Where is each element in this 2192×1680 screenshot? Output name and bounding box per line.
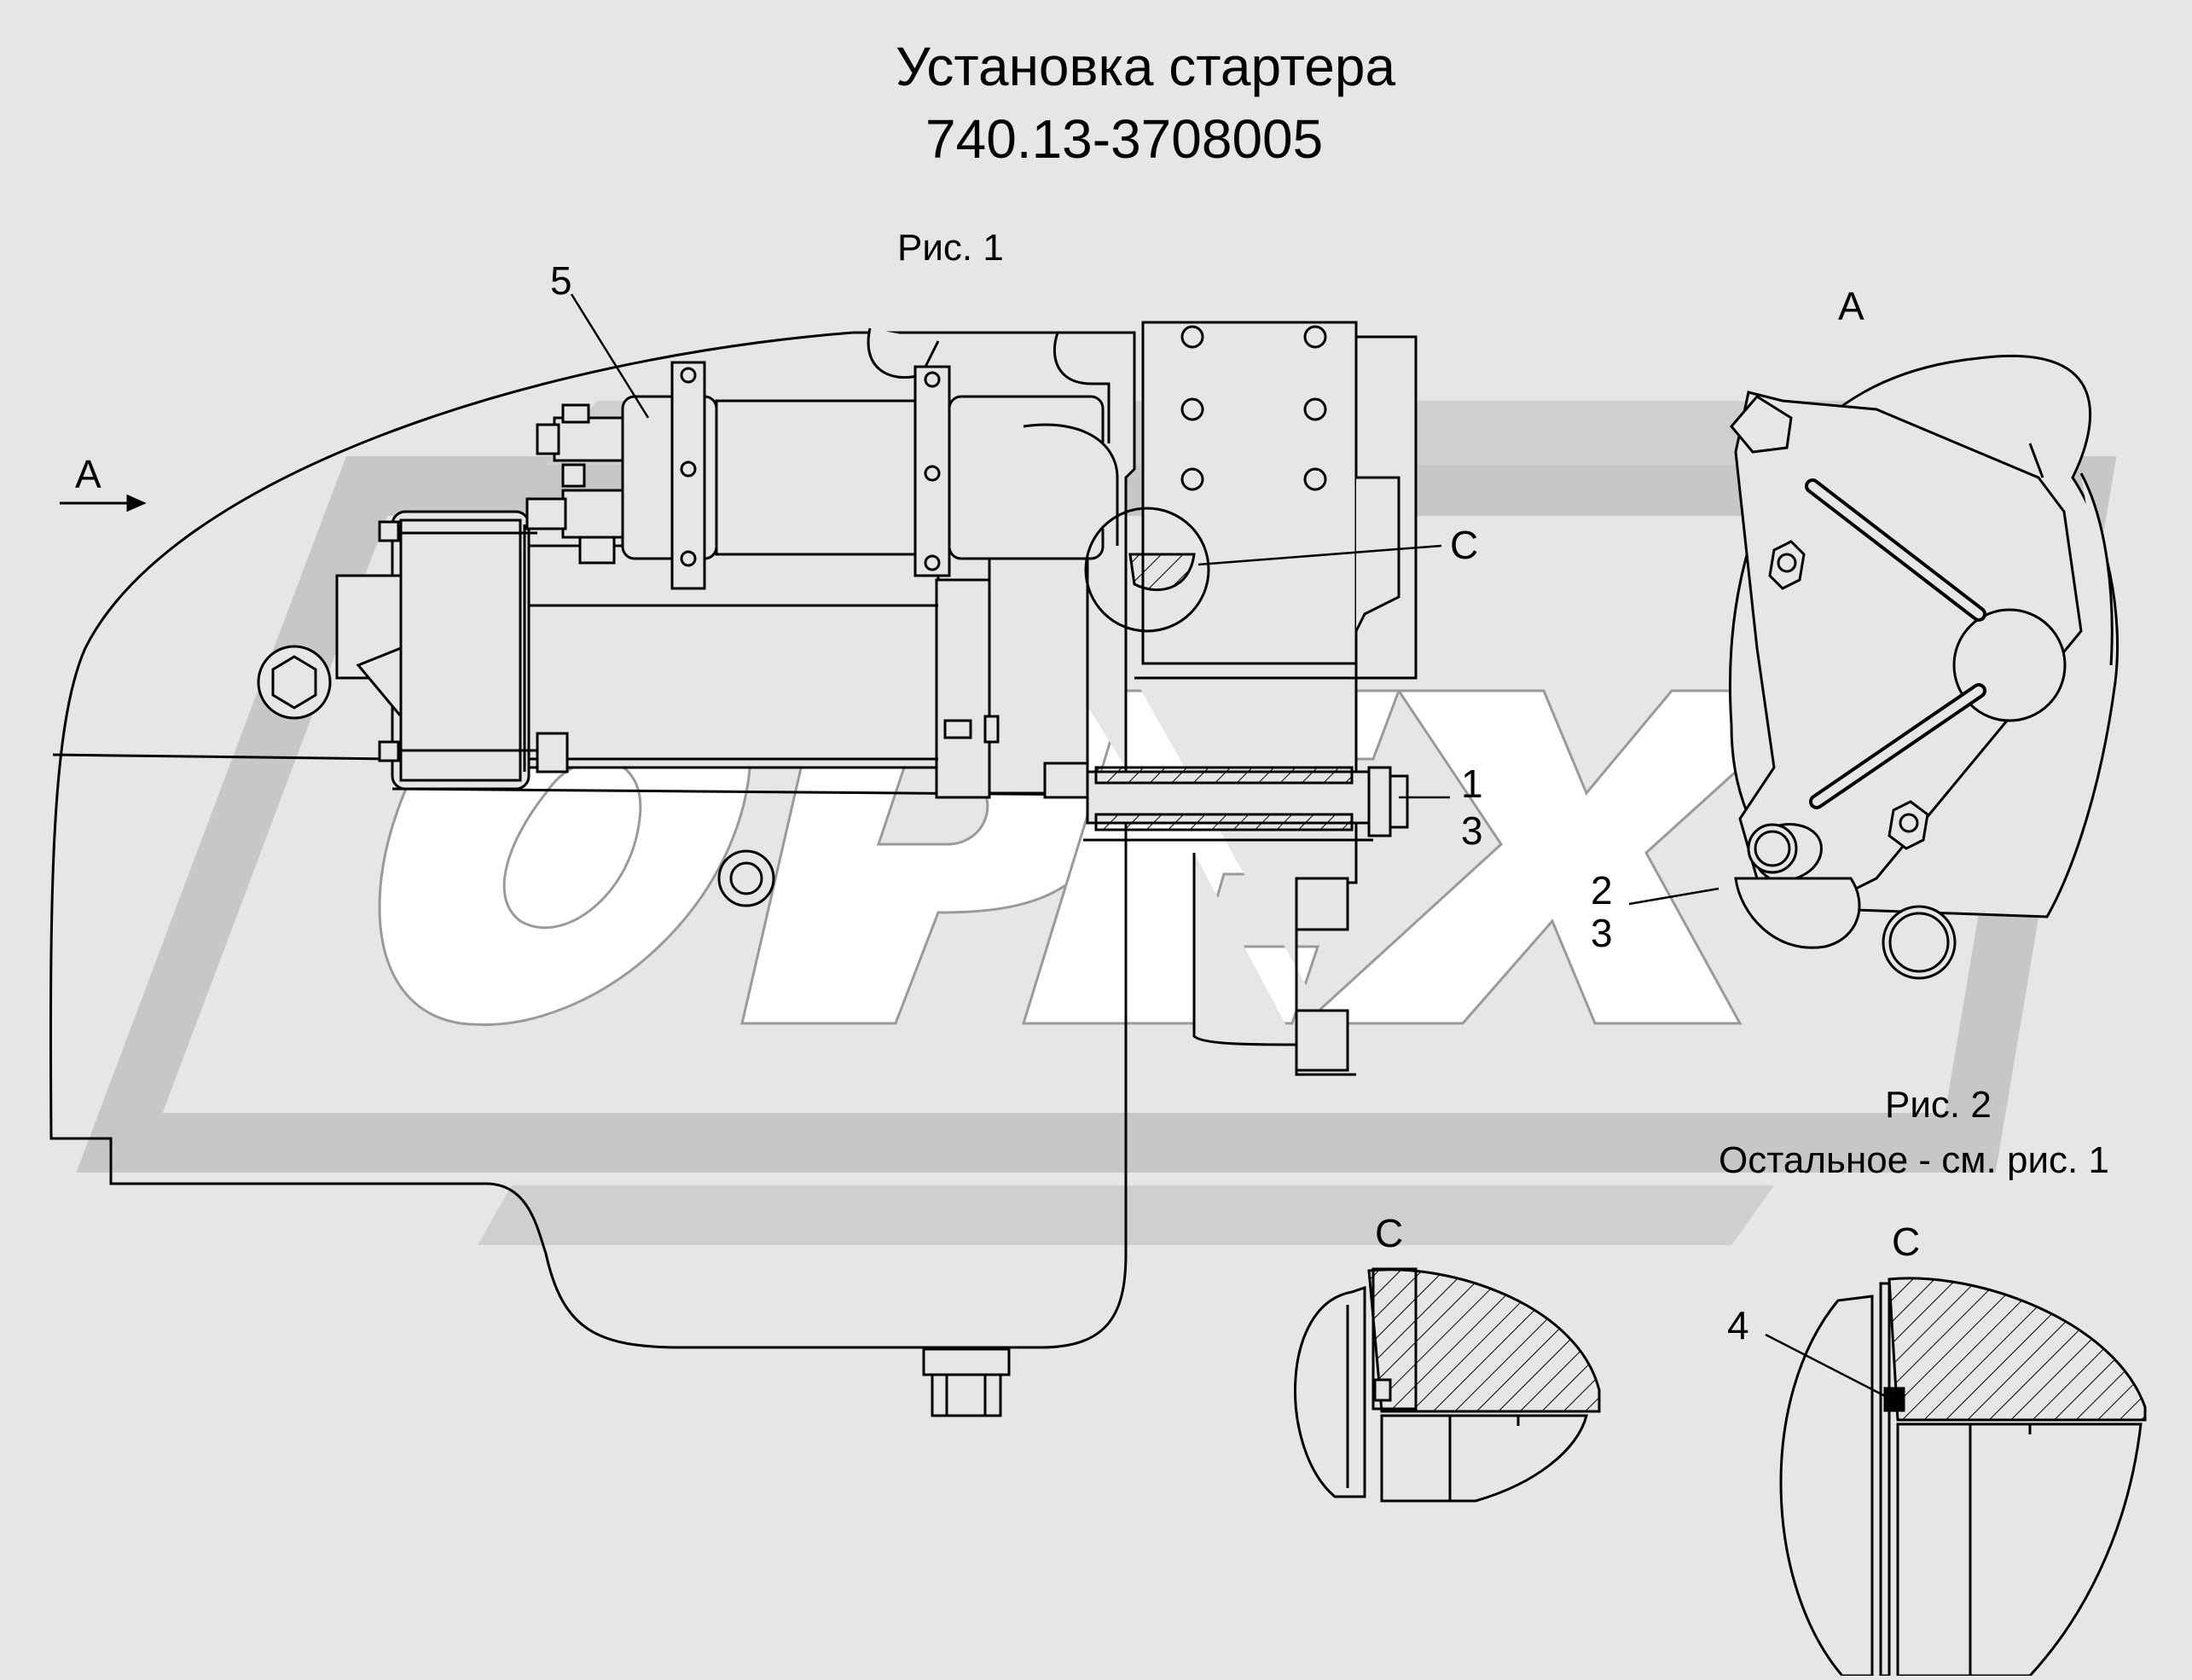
fig2-caption: Рис. 2 (1885, 1084, 1992, 1126)
flywheel-housing-outline (49, 331, 1128, 1349)
callout-3-view-a: 3 (1591, 911, 1613, 955)
fig1-mounting-bolt (1043, 762, 1409, 842)
arrow-a-label: А (75, 452, 101, 496)
detail-c-fig2-label: С (1892, 1219, 1920, 1264)
starter-nose (988, 544, 1089, 795)
detail-c-fig1 (1294, 1267, 1601, 1503)
starter-yoke (527, 544, 940, 769)
view-a-arrow (60, 494, 147, 513)
leader-2-3 (1628, 887, 1719, 906)
fig1-starter-body (335, 510, 1089, 799)
callout-c-pointer: С (1450, 523, 1478, 567)
title-line-2: 740.13-3708005 (925, 108, 1323, 170)
view-a-drawing (1728, 354, 2120, 980)
callout-5: 5 (550, 258, 572, 303)
watermark-frame (76, 456, 2117, 1173)
callout-1: 1 (1461, 762, 1483, 806)
fig1-through-bolts (378, 520, 1000, 773)
housing-parting-line (52, 753, 393, 761)
detail-c-fig1-label: С (1375, 1211, 1403, 1255)
fig1-solenoid (621, 361, 1119, 590)
view-a-label: А (1838, 284, 1864, 328)
fig1-round-plug (717, 849, 775, 907)
fig1-section-c-marker (1084, 507, 1210, 633)
callout-4: 4 (1727, 1303, 1749, 1347)
detail-c-fig2 (1779, 1277, 2147, 1677)
callout-3: 3 (1461, 808, 1483, 853)
fig1-drain-plug (922, 1347, 1011, 1417)
callout-2: 2 (1591, 868, 1613, 912)
fig2-note: Остальное - см. рис. 1 (1719, 1139, 2109, 1181)
leader-4 (1765, 1333, 1888, 1399)
fig1-solenoid-terminals (525, 403, 624, 565)
starter-mid-flange (935, 578, 991, 799)
fig1-caption: Рис. 1 (897, 227, 1004, 269)
fig1-leaders (570, 293, 1450, 799)
title-line-1: Установка стартера (896, 36, 1395, 97)
fig1-hex-plug (257, 645, 332, 720)
